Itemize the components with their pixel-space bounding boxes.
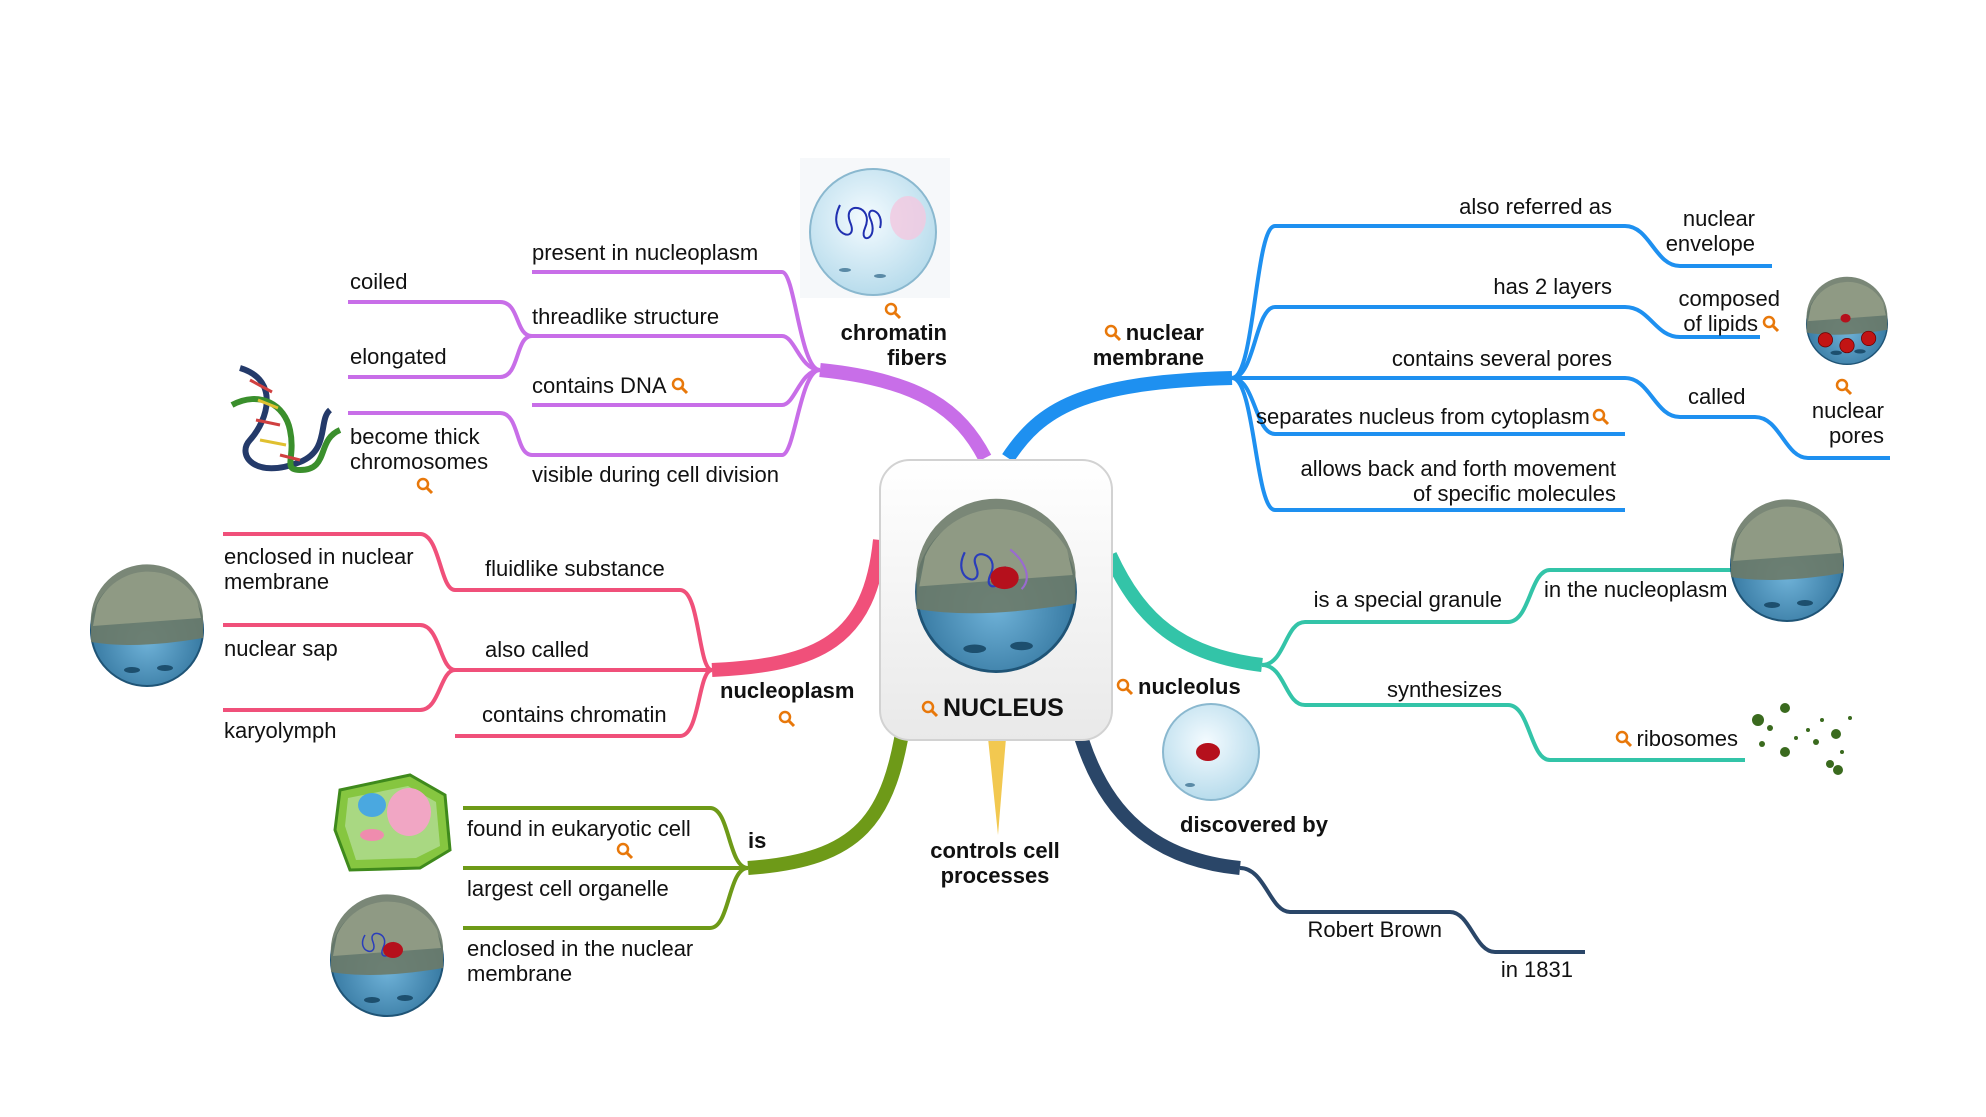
dna-image [230, 365, 342, 474]
search-icon[interactable] [1116, 678, 1134, 696]
lipids-line-2: of lipids [1683, 311, 1758, 336]
search-icon[interactable] [1615, 730, 1633, 748]
membrane-sub-pores[interactable]: nuclear pores [1790, 398, 1884, 448]
search-icon[interactable] [616, 842, 634, 860]
search-icon[interactable] [416, 477, 434, 495]
ribosomes-image [1752, 703, 1852, 775]
is-item-eukaryotic[interactable]: found in eukaryotic cell [467, 816, 691, 841]
allows-line-2: of specific molecules [1413, 481, 1616, 506]
membrane-item-pores[interactable]: contains several pores [1391, 346, 1612, 371]
chromatin-item-threadlike[interactable]: threadlike structure [532, 304, 720, 329]
membrane-sub-lipids[interactable]: composed of lipids [1620, 286, 1780, 336]
search-icon[interactable] [671, 377, 689, 395]
chromatin-connectors [348, 270, 992, 462]
membrane-item-referred[interactable]: also referred as [1459, 194, 1612, 219]
dna-sub-elongated[interactable]: elongated [350, 344, 447, 369]
chromatin-item-dna[interactable]: contains DNA [532, 373, 693, 398]
nucleus-image [329, 893, 444, 1017]
dna-label: contains DNA [532, 373, 667, 398]
is-topic[interactable]: is [748, 828, 767, 853]
nucleolus-sub-nucleoplasm[interactable]: in the nucleoplasm [1544, 577, 1728, 602]
center-card[interactable] [879, 459, 1113, 741]
chromatin-line-2: fibers [887, 345, 947, 370]
search-icon[interactable] [778, 710, 796, 728]
discovered-topic[interactable]: discovered by [1180, 812, 1328, 837]
nucleoplasm-sub-enclosed[interactable]: enclosed in nuclear membrane [224, 544, 414, 594]
envelope-line-1: nuclear [1682, 206, 1755, 231]
discovered-item-brown[interactable]: Robert Brown [1307, 917, 1442, 942]
nucleoplasm-item-chromatin[interactable]: contains chromatin [482, 702, 667, 727]
membrane-line-1: nuclear [1125, 320, 1204, 345]
nucleus-cell-icon [914, 497, 1077, 673]
chromatin-item-present[interactable]: present in nucleoplasm [532, 240, 759, 265]
chromatin-image [800, 158, 950, 298]
envelope-line-2: envelope [1665, 231, 1755, 256]
discovered-item-year[interactable]: in 1831 [1500, 957, 1573, 982]
nucleolus-connectors [1103, 552, 1745, 762]
is-connectors [463, 714, 912, 930]
nucleoplasm-item-fluid[interactable]: fluidlike substance [485, 556, 665, 581]
controls-connector [988, 738, 1006, 835]
chromatin-topic[interactable]: chromatin fibers [800, 320, 947, 370]
controls-line-1: controls cell [930, 838, 1060, 863]
membrane-connectors [1002, 224, 1890, 512]
nucleolus-image [1162, 703, 1260, 801]
allows-line-1: allows back and forth movement [1300, 456, 1617, 481]
membrane-item-separates[interactable]: separates nucleus from cytoplasm [1256, 404, 1610, 429]
nucleolus-label: nucleolus [1138, 674, 1241, 699]
is-item-largest[interactable]: largest cell organelle [467, 876, 669, 901]
search-icon[interactable] [1835, 378, 1853, 396]
membrane-item-layers[interactable]: has 2 layers [1493, 274, 1612, 299]
dna-sub-coiled[interactable]: coiled [350, 269, 408, 294]
chromatin-item-visible[interactable]: visible during cell division [532, 462, 780, 487]
pores-line-2: pores [1828, 423, 1884, 448]
pores-line-1: nuclear [1811, 398, 1884, 423]
search-icon[interactable] [1762, 315, 1780, 333]
nucleolus-item-synthesizes[interactable]: synthesizes [1387, 677, 1502, 702]
enclosed-line-1: enclosed in nuclear [224, 544, 414, 569]
controls-label[interactable]: controls cell processes [915, 838, 1075, 888]
chromatin-line-1: chromatin [840, 320, 947, 345]
nucleoplasm-connectors [223, 532, 887, 738]
center-title[interactable]: NUCLEUS [917, 696, 1064, 721]
membrane-item-allows[interactable]: allows back and forth movement of specif… [1230, 456, 1617, 506]
search-icon[interactable] [884, 302, 902, 320]
nucleoplasm-item-called[interactable]: also called [485, 637, 589, 662]
nucleoplasm-sub-karyolymph[interactable]: karyolymph [224, 718, 337, 743]
nuclear-pores-image [1805, 275, 1889, 366]
membrane-topic[interactable]: nuclear membrane [1080, 320, 1204, 370]
search-icon[interactable] [921, 700, 939, 718]
nucleolus-sub-ribosomes[interactable]: ribosomes [1560, 726, 1738, 751]
is-enclosed-line-2: membrane [467, 961, 573, 986]
thick-line-2: chromosomes [350, 449, 489, 474]
is-item-enclosed[interactable]: enclosed in the nuclear membrane [467, 936, 693, 986]
lipids-line-1: composed [1678, 286, 1780, 311]
is-enclosed-line-1: enclosed in the nuclear [467, 936, 694, 961]
nucleoplasm-topic[interactable]: nucleoplasm [720, 678, 855, 703]
membrane-sub-envelope[interactable]: nuclear envelope [1640, 206, 1755, 256]
dna-sub-thick[interactable]: become thick chromosomes [350, 424, 488, 474]
ribosomes-label: ribosomes [1636, 726, 1738, 751]
search-icon[interactable] [1592, 408, 1610, 426]
eukaryotic-cell-image [333, 773, 452, 872]
thick-line-1: become thick [350, 424, 480, 449]
separates-label: separates nucleus from cytoplasm [1256, 404, 1590, 429]
discovered-connectors [1068, 713, 1585, 954]
nucleoplasm-image [89, 563, 204, 687]
center-label: NUCLEUS [943, 694, 1064, 722]
nucleolus-cell-image [1729, 498, 1844, 622]
controls-line-2: processes [940, 863, 1050, 888]
nucleoplasm-sub-sap[interactable]: nuclear sap [224, 636, 338, 661]
search-icon[interactable] [1104, 324, 1122, 342]
enclosed-line-2: membrane [224, 569, 330, 594]
nucleolus-item-granule[interactable]: is a special granule [1313, 587, 1502, 612]
nucleolus-topic[interactable]: nucleolus [1116, 674, 1241, 699]
membrane-sub-called[interactable]: called [1688, 384, 1746, 409]
membrane-line-2: membrane [1092, 345, 1204, 370]
